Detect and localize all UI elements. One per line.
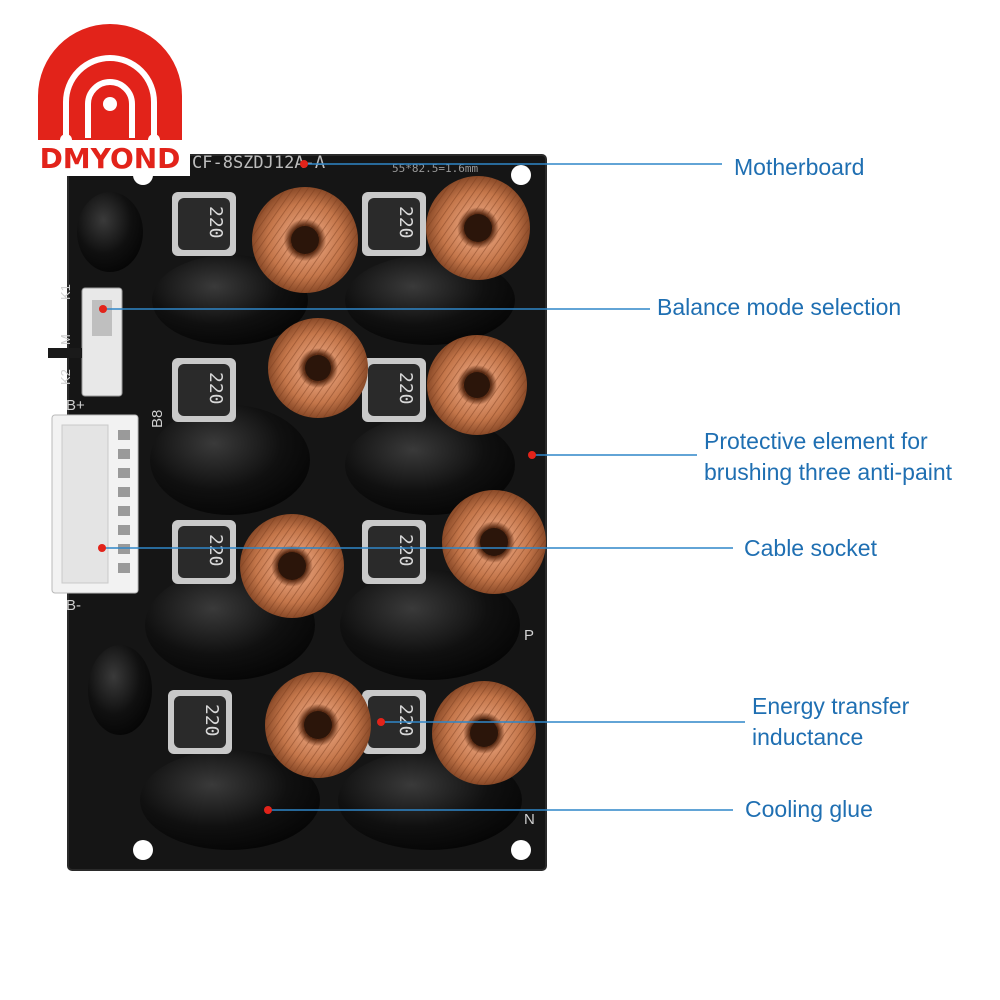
toroid-coil <box>252 187 358 293</box>
inductor-marking: 220 <box>395 704 416 737</box>
leader-dot <box>98 544 106 552</box>
inductor-marking: 220 <box>205 206 226 239</box>
mounting-hole <box>511 840 531 860</box>
toroid-coil <box>442 490 546 594</box>
smd-inductor: 220 <box>362 192 426 256</box>
label-b-minus: B- <box>66 597 81 614</box>
label-m: M <box>58 334 73 345</box>
inductor-marking: 220 <box>205 372 226 405</box>
label-p: P <box>524 627 534 644</box>
smd-inductor: 220 <box>172 358 236 422</box>
toroid-coil <box>432 681 536 785</box>
smd-inductor: 220 <box>362 520 426 584</box>
smd-inductor: 220 <box>172 520 236 584</box>
brand-logo: DMYOND <box>30 18 190 178</box>
glue-blob <box>88 645 152 735</box>
callout-protective-element: Protective element for brushing three an… <box>704 426 952 488</box>
toroid-coil <box>240 514 344 618</box>
inductor-marking: 220 <box>201 704 222 737</box>
leader-dots <box>98 160 536 814</box>
leader-dot <box>377 718 385 726</box>
glue-blob <box>140 750 320 850</box>
logo-text: DMYOND <box>40 142 181 175</box>
leader-dot <box>528 451 536 459</box>
callout-cooling-glue: Cooling glue <box>745 796 873 822</box>
label-n: N <box>524 811 535 828</box>
callout-energy-line1: Energy transfer <box>752 693 910 719</box>
inductor-marking: 220 <box>395 206 416 239</box>
silkscreen-model: CF-8SZDJ12A-A <box>192 153 325 173</box>
smd-inductor: 220 <box>168 690 232 754</box>
callout-protective-line2: brushing three anti-paint <box>704 459 953 485</box>
glue-blob <box>77 192 143 272</box>
callout-protective-line1: Protective element for <box>704 428 928 454</box>
mounting-hole <box>133 840 153 860</box>
toroid-coil <box>268 318 368 418</box>
callout-energy-line2: inductance <box>752 724 864 750</box>
silkscreen-size: 55*82.5=1.6mm <box>392 162 478 175</box>
callout-energy-transfer: Energy transfer inductance <box>752 691 909 753</box>
leader-dot <box>300 160 308 168</box>
glue-blob <box>345 415 515 515</box>
logo-badge-icon: DMYOND <box>30 24 190 176</box>
leader-dot <box>264 806 272 814</box>
inductor-marking: 220 <box>395 534 416 567</box>
inductor-marking: 220 <box>395 372 416 405</box>
glue-blob <box>340 570 520 680</box>
callout-motherboard: Motherboard <box>734 154 865 180</box>
smd-inductor: 220 <box>172 192 236 256</box>
toroid-coil <box>426 176 530 280</box>
toroid-coil <box>427 335 527 435</box>
mounting-hole <box>511 165 531 185</box>
label-b8: B8 <box>149 410 166 428</box>
label-b-plus: B+ <box>66 397 85 414</box>
toroid-coils <box>240 176 546 785</box>
smd-inductor: 220 <box>362 358 426 422</box>
glue-blob <box>150 405 310 515</box>
leader-lines <box>102 163 745 811</box>
cable-socket <box>51 414 139 594</box>
smd-inductors: 220 220 220 220 220 220 <box>168 192 426 754</box>
leader-dot <box>99 305 107 313</box>
inductor-marking: 220 <box>205 534 226 567</box>
label-k2: K2 <box>58 369 73 385</box>
toroid-coil <box>265 672 371 778</box>
label-k1: K1 <box>58 284 73 300</box>
callout-cable-socket: Cable socket <box>744 535 877 561</box>
callout-balance-mode: Balance mode selection <box>657 294 902 320</box>
